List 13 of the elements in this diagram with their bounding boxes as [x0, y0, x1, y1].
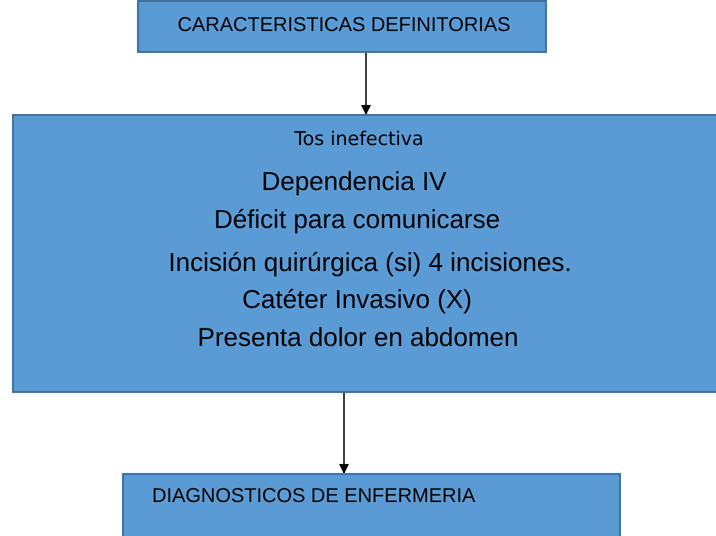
box-text: Presenta dolor en abdomen [196, 324, 520, 350]
process-box [122, 473, 621, 536]
box-text: Catéter Invasivo (X) [241, 286, 473, 312]
arrow [339, 393, 349, 474]
box-text: Tos inefectiva [293, 130, 425, 149]
process-box [12, 114, 716, 393]
box-text: Incisión quirúrgica (si) 4 incisiones. [167, 249, 573, 275]
process-box [137, 0, 547, 53]
arrow [361, 53, 371, 115]
box-text: Dependencia IV [260, 168, 448, 194]
box-text: CARACTERISTICAS DEFINITORIAS [176, 15, 512, 35]
box-text: DIAGNOSTICOS DE ENFERMERIA [152, 486, 476, 506]
box-text: Déficit para comunicarse [212, 206, 502, 232]
